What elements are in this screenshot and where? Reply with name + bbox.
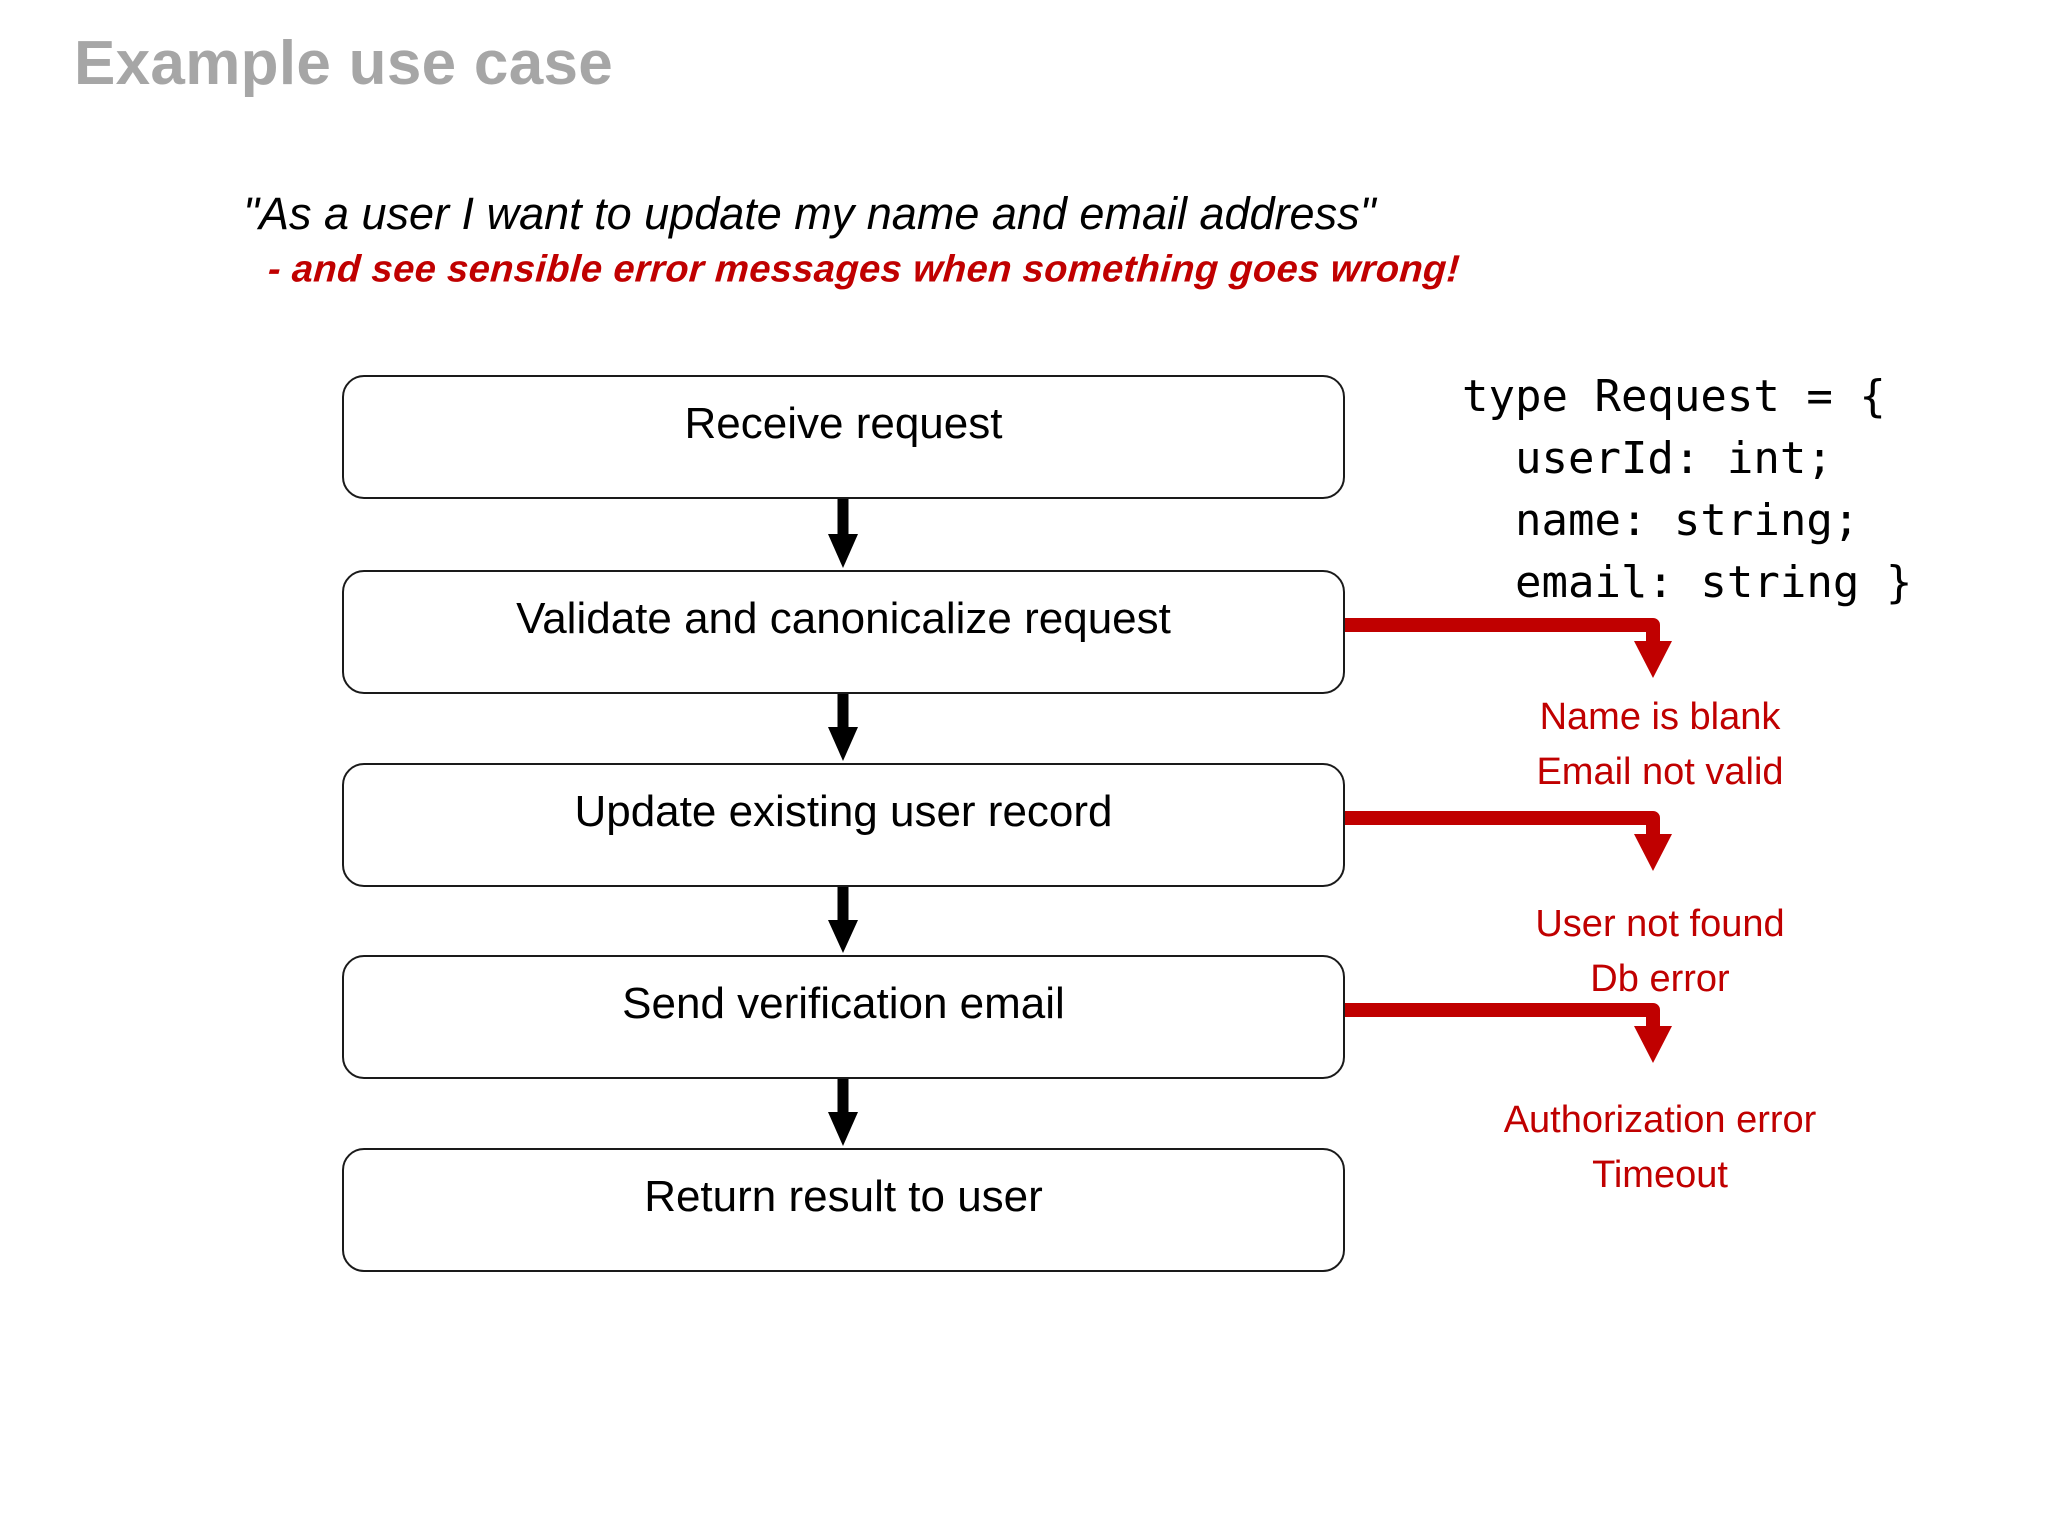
- flow-arrow-validate-to-update: [828, 694, 858, 761]
- error-line: Email not valid: [1536, 751, 1784, 793]
- error-line: Authorization error: [1503, 1099, 1817, 1141]
- flow-step-label: Validate and canonicalize request: [516, 594, 1171, 643]
- error-branch-update: [1345, 811, 1672, 871]
- flow-arrow-update-to-send: [828, 887, 858, 953]
- flow-step-validate-canonicalize[interactable]: Validate and canonicalize request: [342, 570, 1345, 694]
- error-line: User not found: [1535, 903, 1785, 945]
- error-branch-send-email: [1345, 1003, 1672, 1063]
- error-branch-validate: [1345, 618, 1672, 678]
- flow-step-update-user-record[interactable]: Update existing user record: [342, 763, 1345, 887]
- handwritten-annotation: - and see sensible error messages when s…: [266, 248, 1462, 291]
- flow-step-label: Update existing user record: [574, 787, 1113, 836]
- error-group-send-email: Authorization error Timeout: [1504, 1093, 1817, 1203]
- error-line: Timeout: [1592, 1154, 1728, 1196]
- user-story-quote: "As a user I want to update my name and …: [243, 188, 1376, 239]
- flow-arrow-receive-to-validate: [828, 499, 858, 568]
- error-line: Db error: [1590, 958, 1730, 1000]
- flow-step-label: Send verification email: [622, 979, 1065, 1028]
- flow-step-label: Return result to user: [644, 1172, 1043, 1221]
- flow-step-return-result[interactable]: Return result to user: [342, 1148, 1345, 1272]
- request-type-code-block: type Request = { userId: int; name: stri…: [1462, 371, 1913, 608]
- flow-step-send-verification-email[interactable]: Send verification email: [342, 955, 1345, 1079]
- error-group-update: User not found Db error: [1535, 897, 1784, 1007]
- error-group-validate: Name is blank Email not valid: [1536, 690, 1783, 800]
- page-title: Example use case: [74, 29, 614, 98]
- flow-step-receive-request[interactable]: Receive request: [342, 375, 1345, 499]
- error-line: Name is blank: [1539, 696, 1781, 738]
- flow-arrow-send-to-return: [828, 1079, 858, 1146]
- flow-step-label: Receive request: [684, 399, 1003, 448]
